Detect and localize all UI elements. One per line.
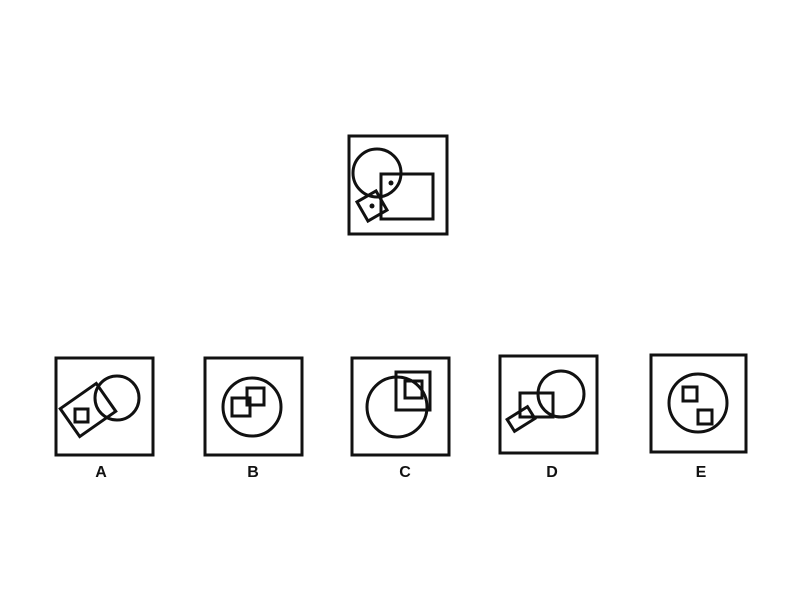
question-small-square xyxy=(354,188,390,224)
question-dot-upper xyxy=(388,180,394,186)
option-b-circle xyxy=(221,376,283,438)
option-b-square-right xyxy=(245,386,266,407)
question-figure xyxy=(347,134,449,236)
option-a[interactable]: A xyxy=(54,356,155,481)
option-a-label: A xyxy=(95,464,107,481)
option-e-square-lower xyxy=(696,408,714,426)
option-c-label: C xyxy=(399,464,411,481)
option-e[interactable]: E xyxy=(649,353,748,481)
option-e-label: E xyxy=(696,464,707,481)
option-c-square-outer xyxy=(394,370,432,412)
option-b-frame xyxy=(203,356,304,457)
question-square xyxy=(379,172,435,221)
option-a-frame xyxy=(54,356,155,457)
option-e-frame xyxy=(649,353,748,454)
option-a-small-square xyxy=(73,407,90,424)
option-d-tilted-rect xyxy=(505,404,537,434)
option-a-circle xyxy=(93,374,141,422)
option-c[interactable]: C xyxy=(350,356,451,481)
option-b[interactable]: B xyxy=(203,356,304,481)
option-c-frame xyxy=(350,356,451,457)
option-d-rect xyxy=(518,391,555,419)
option-e-square-upper xyxy=(681,385,699,403)
question-dot-lower xyxy=(369,203,375,209)
option-e-circle xyxy=(667,372,729,434)
option-d-frame xyxy=(498,354,599,455)
option-b-label: B xyxy=(247,464,259,481)
option-d-label: D xyxy=(546,464,558,481)
question-frame xyxy=(347,134,449,236)
option-c-square-inner xyxy=(403,379,424,400)
option-d[interactable]: D xyxy=(498,354,599,481)
option-a-tilted-rect xyxy=(58,381,118,439)
option-b-square-left xyxy=(230,396,252,418)
